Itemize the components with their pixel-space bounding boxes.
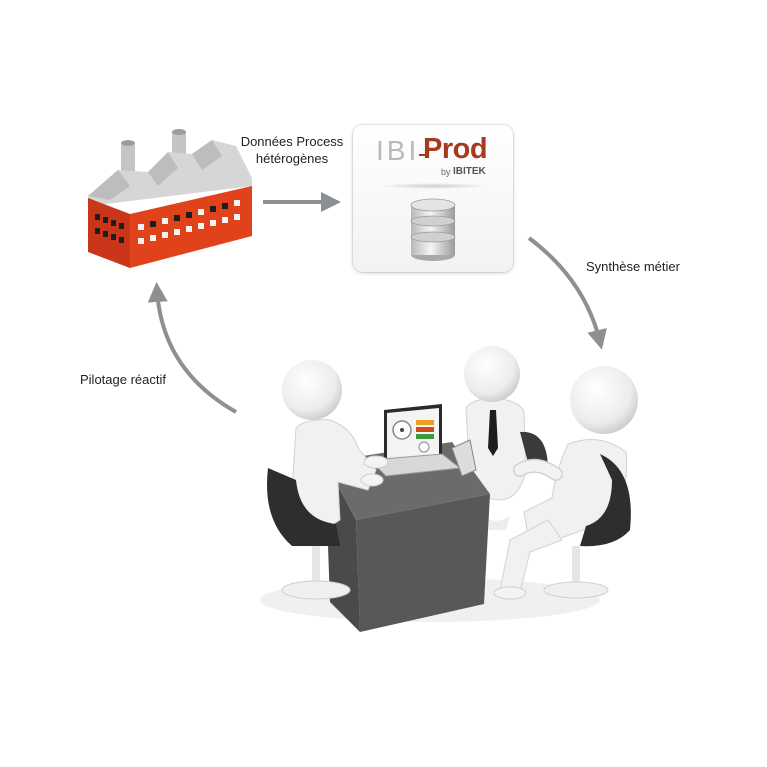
person-back [464,346,527,530]
person-left [282,360,389,541]
logo-company-text: IBITEK [453,166,486,177]
label-process-line2: hétérogènes [255,151,329,166]
person-right [493,366,638,600]
logo-prod-text: Prod [423,133,488,165]
label-process-line1: Données Process [240,134,344,149]
logo-by-text: by [441,167,451,177]
logo-ibi-text: IBI [376,135,420,166]
database-icon [410,198,456,261]
label-synthese: Synthèse métier [586,259,680,274]
logo-accent-bar [419,154,425,156]
label-pilotage: Pilotage réactif [80,372,166,387]
arrow-pilotage [147,282,237,414]
chair-right [543,454,631,599]
chair-left [267,468,351,600]
ibiprod-card: IBI Prod by IBITEK [353,125,513,272]
meeting-scene-illustration [260,346,638,632]
label-process-data: Données Process hétérogènes [232,133,352,167]
laptop-icon [368,404,462,477]
factory-icon [88,129,252,268]
card-divider [379,183,489,189]
arrow-synthese [527,236,607,350]
